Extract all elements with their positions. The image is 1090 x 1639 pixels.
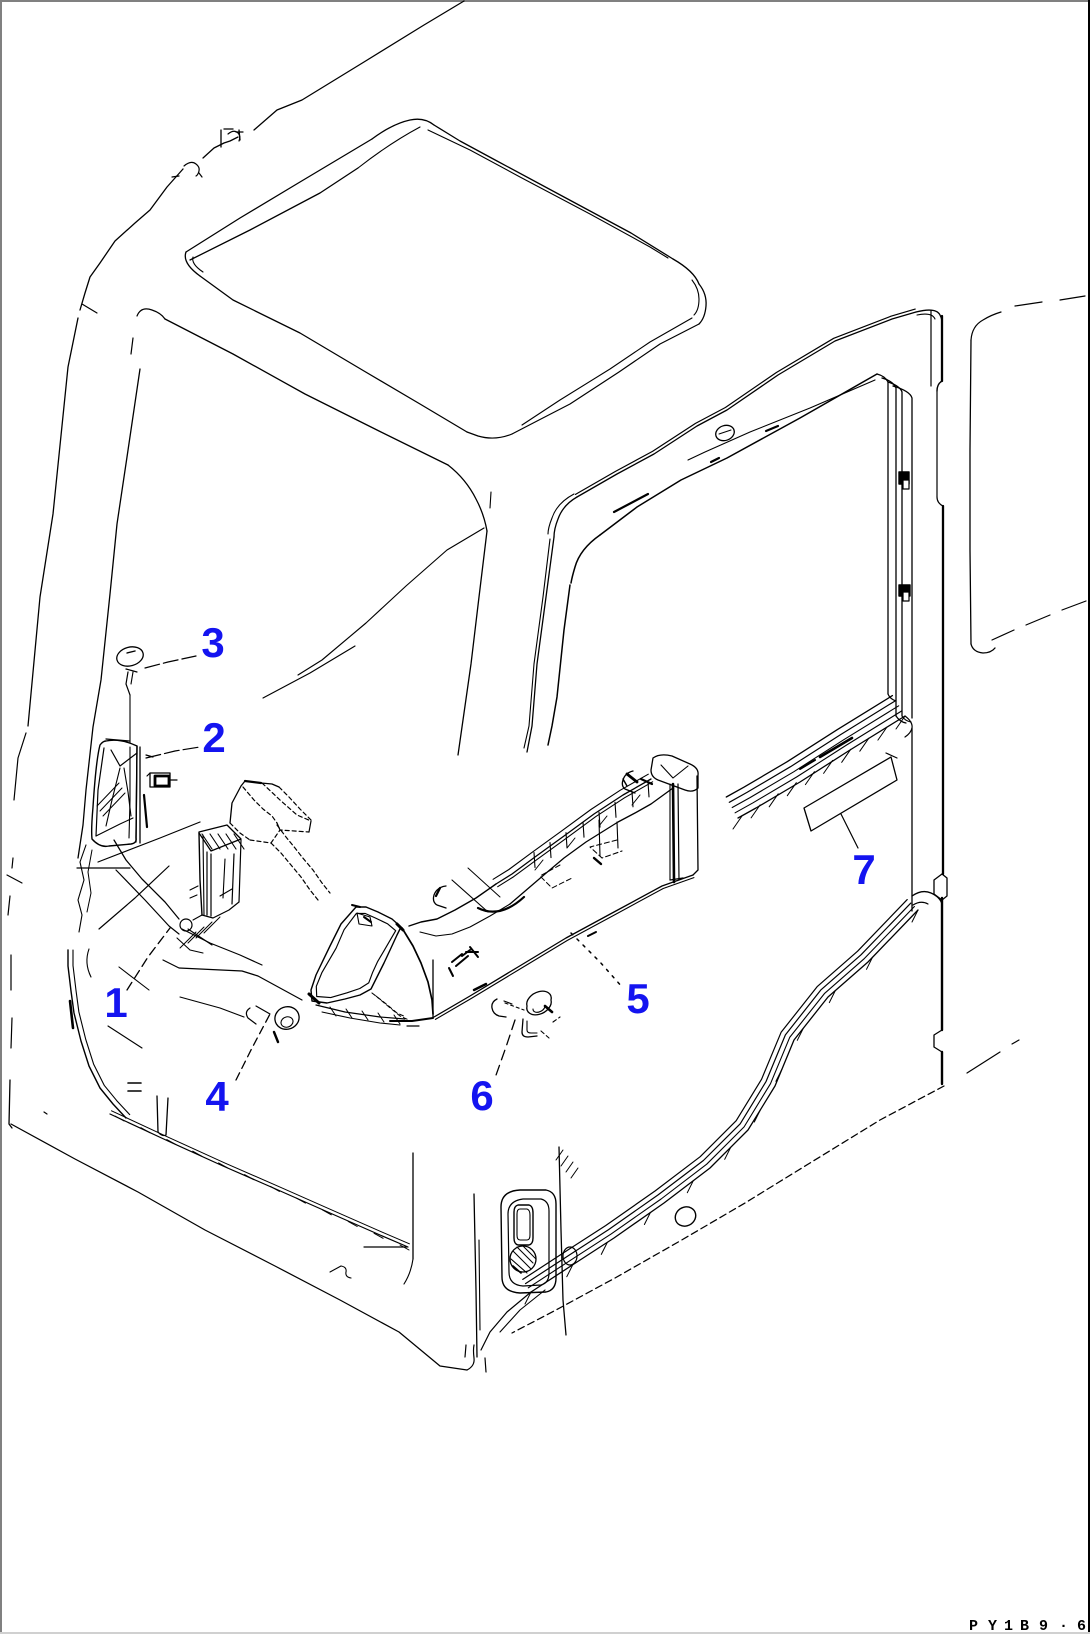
svg-text:2: 2 <box>202 714 225 761</box>
svg-text:P: P <box>969 1618 978 1634</box>
svg-text:·: · <box>1059 1618 1068 1634</box>
svg-text:6: 6 <box>1077 1618 1086 1634</box>
svg-text:Y: Y <box>988 1618 997 1634</box>
svg-text:1: 1 <box>1004 1618 1013 1634</box>
svg-text:6: 6 <box>470 1072 493 1119</box>
svg-text:7: 7 <box>852 846 875 893</box>
svg-text:1: 1 <box>104 979 127 1026</box>
svg-text:5: 5 <box>626 975 649 1022</box>
svg-text:4: 4 <box>205 1073 229 1120</box>
svg-text:3: 3 <box>201 619 224 666</box>
svg-text:B: B <box>1020 1618 1029 1634</box>
svg-text:9: 9 <box>1039 1618 1048 1634</box>
